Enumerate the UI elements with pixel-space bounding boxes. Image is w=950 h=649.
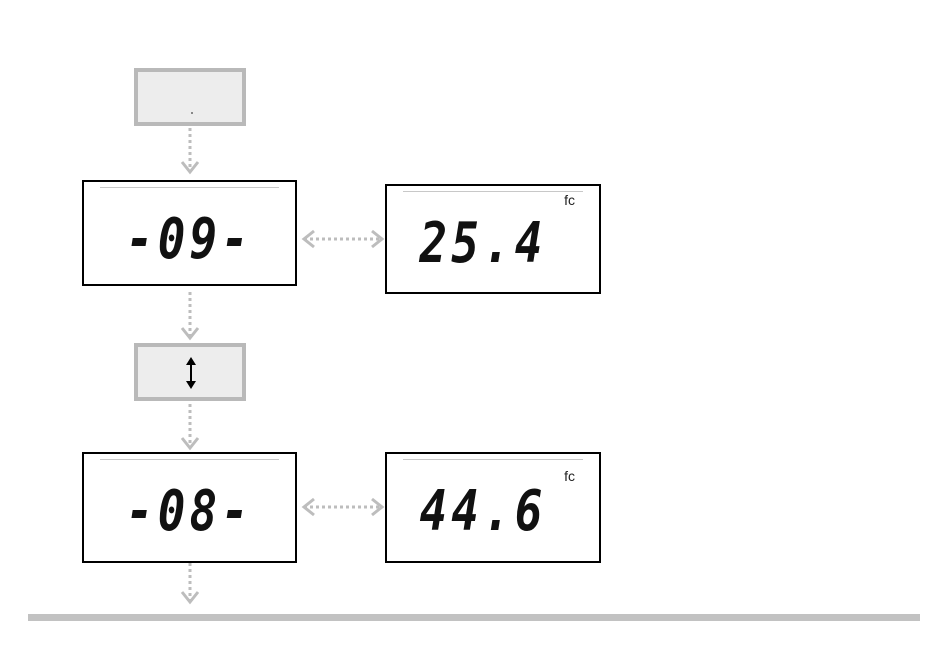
mode-readout-09: -09- <box>103 202 276 276</box>
mode-display-08: -08- <box>82 452 297 563</box>
reading-display-09: 25.4 fc <box>385 184 601 294</box>
lcd-top-line <box>100 187 279 188</box>
reading-unit-09: fc <box>564 192 575 208</box>
reading-display-08: 44.6 fc <box>385 452 601 563</box>
reading-unit-08: fc <box>564 468 575 484</box>
scroll-key[interactable] <box>134 343 246 401</box>
top-key[interactable] <box>134 68 246 126</box>
up-down-arrow-icon <box>184 356 198 390</box>
mode-readout-08: -08- <box>103 474 276 548</box>
reading-value-09: 25.4 <box>404 206 561 280</box>
mode-display-09: -09- <box>82 180 297 286</box>
lcd-top-line <box>100 459 279 460</box>
bottom-divider <box>28 614 920 621</box>
lcd-top-line <box>403 459 583 460</box>
lcd-top-line <box>403 191 583 192</box>
dot-icon <box>191 112 193 114</box>
reading-value-08: 44.6 <box>404 474 561 548</box>
